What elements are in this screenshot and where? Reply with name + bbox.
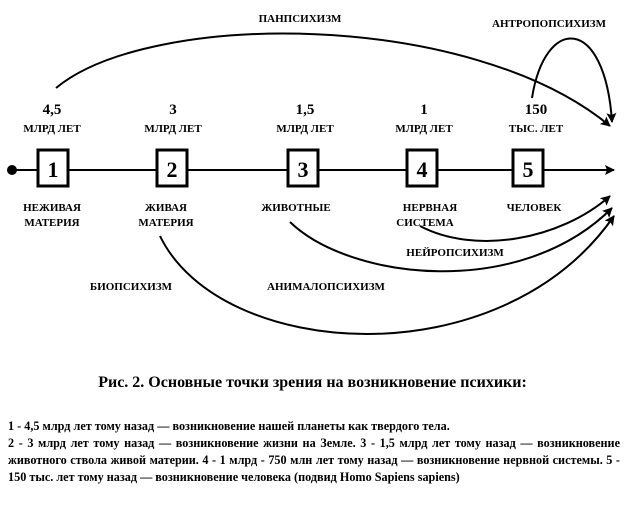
stage-value-1: 4,5 — [43, 102, 62, 118]
anthropopsychism-arc — [531, 37, 617, 123]
biopsychism-arc — [159, 215, 615, 335]
panpsychism-label: ПАНПСИХИЗМ — [259, 13, 342, 25]
stage-label-5a: ЧЕЛОВЕК — [507, 202, 562, 214]
neuropsychism-arc — [419, 195, 611, 242]
stage-box-2: 2 — [155, 148, 189, 188]
stage-number: 4 — [417, 157, 428, 182]
stage-label-3a: ЖИВОТНЫЕ — [261, 202, 330, 214]
notes-line-2: 2 - 3 млрд лет тому назад — возникновени… — [8, 436, 620, 484]
stage-label-1b: МАТЕРИЯ — [24, 217, 79, 229]
neuropsychism-label: НЕЙРОПСИХИЗМ — [406, 247, 504, 259]
panpsychism-arc — [55, 32, 611, 127]
stage-label-4a: НЕРВНАЯ — [403, 202, 457, 214]
figure-notes: 1 - 4,5 млрд лет тому назад — возникнове… — [8, 418, 620, 486]
figure-caption: Рис. 2. Основные точки зрения на возникн… — [98, 374, 527, 391]
stage-value-4: 1 — [420, 102, 428, 118]
stage-box-4: 4 — [405, 148, 439, 188]
stage-value-5: 150 — [525, 102, 548, 118]
stage-value-2: 3 — [169, 102, 177, 118]
stage-unit-4: МЛРД ЛЕТ — [395, 123, 453, 135]
evolution-diagram: 1 2 3 4 5 4,5 МЛРД ЛЕТ 3 МЛРД ЛЕТ 1,5 МЛ… — [7, 13, 617, 335]
animalopsychism-label: АНИМАЛОПСИХИЗМ — [267, 281, 385, 293]
stage-box-1: 1 — [36, 148, 70, 188]
stage-unit-5: ТЫС. ЛЕТ — [509, 123, 564, 135]
stage-label-2a: ЖИВАЯ — [145, 202, 187, 214]
stage-unit-2: МЛРД ЛЕТ — [144, 123, 202, 135]
stage-unit-3: МЛРД ЛЕТ — [276, 123, 334, 135]
stage-number: 3 — [298, 157, 309, 182]
animalopsychism-arc — [289, 207, 613, 273]
anthropopsychism-label: АНТРОПОПСИХИЗМ — [492, 18, 607, 30]
stage-number: 5 — [523, 157, 534, 182]
stage-box-3: 3 — [286, 148, 320, 188]
biopsychism-label: БИОПСИХИЗМ — [90, 281, 173, 293]
stage-number: 2 — [167, 157, 178, 182]
stage-box-5: 5 — [511, 148, 545, 188]
stage-label-1a: НЕЖИВАЯ — [23, 202, 81, 214]
notes-line-1: 1 - 4,5 млрд лет тому назад — возникнове… — [8, 419, 450, 433]
stage-label-4b: СИСТЕМА — [396, 217, 454, 229]
stage-number: 1 — [48, 157, 59, 182]
stage-unit-1: МЛРД ЛЕТ — [23, 123, 81, 135]
stage-value-3: 1,5 — [296, 102, 315, 118]
stage-label-2b: МАТЕРИЯ — [138, 217, 193, 229]
